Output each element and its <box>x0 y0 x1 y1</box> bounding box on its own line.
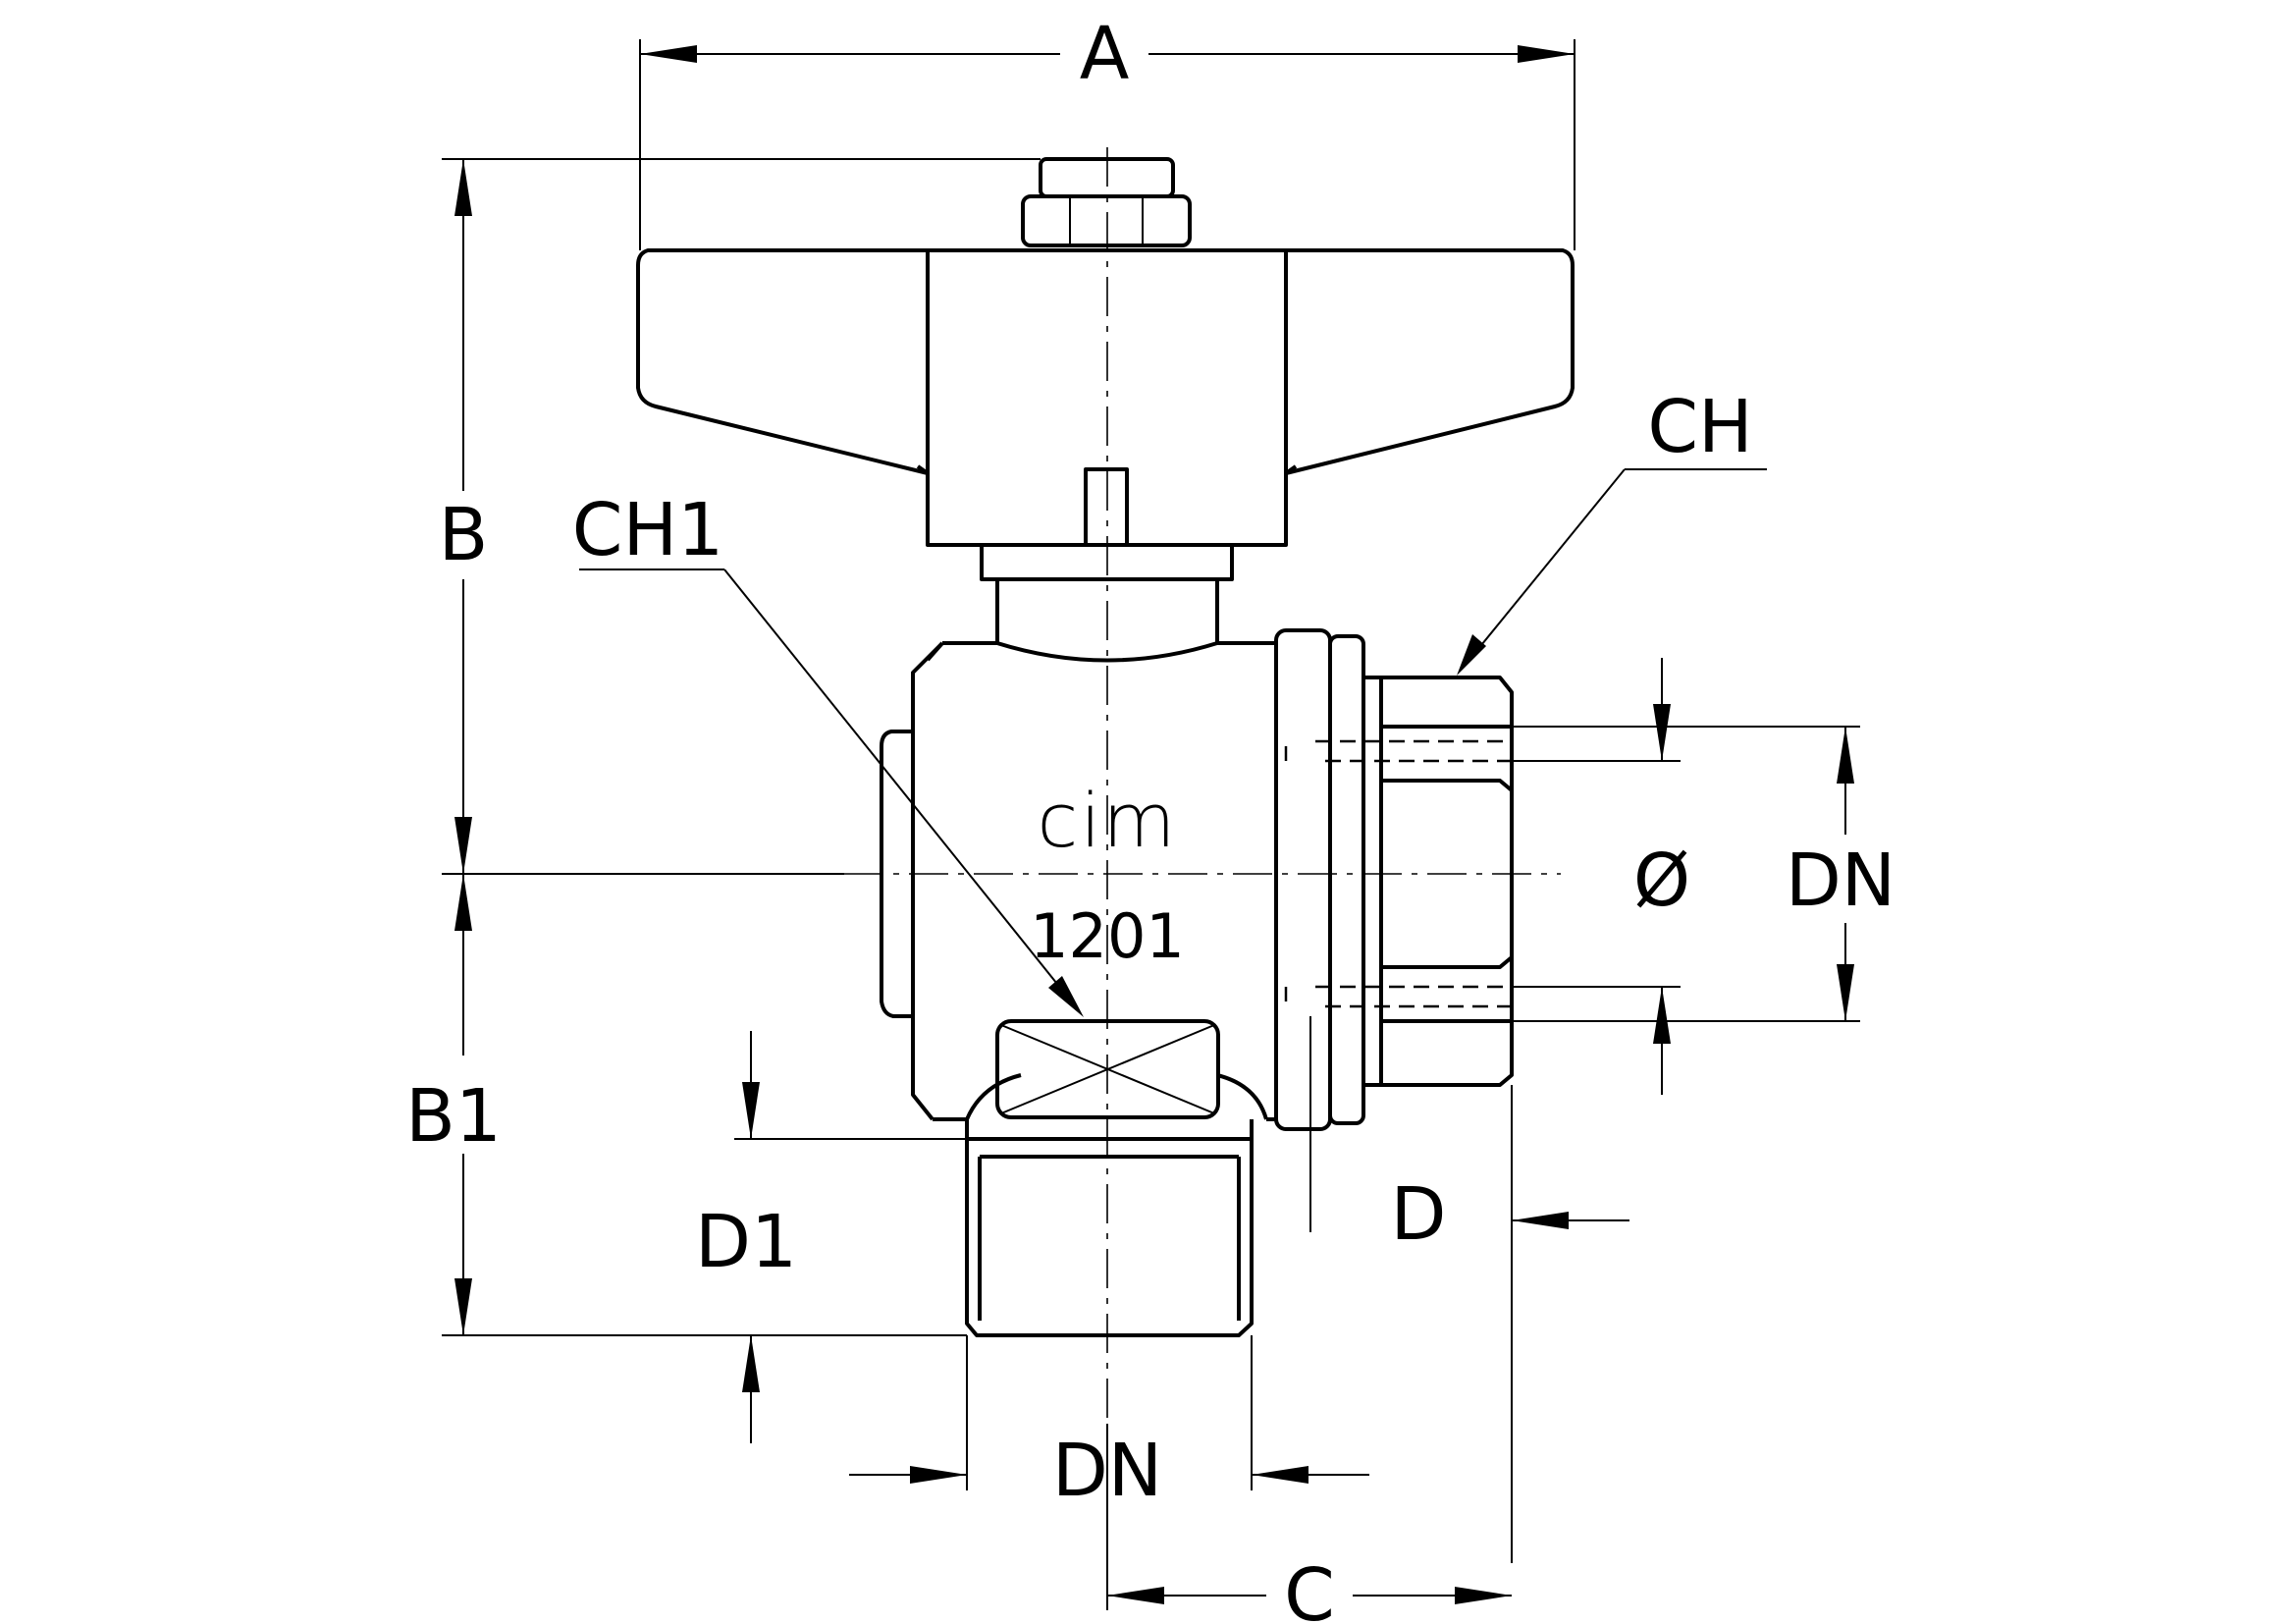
leader-ch: CH <box>1457 385 1767 676</box>
dimension-d1: D1 <box>695 1031 967 1443</box>
valve-body <box>880 628 1365 1131</box>
brand-mark: cim <box>1038 777 1178 864</box>
dimension-a: A <box>639 12 1575 250</box>
female-port <box>1284 676 1514 1087</box>
label-ch1: CH1 <box>572 488 723 572</box>
label-dn-right: DN <box>1786 839 1896 923</box>
label-phi: Ø <box>1633 839 1690 923</box>
body-markings: cim 1201 <box>1030 777 1185 972</box>
dimension-phi: Ø <box>1512 658 1690 1095</box>
label-b: B <box>439 493 489 577</box>
label-ch: CH <box>1647 385 1752 469</box>
dimension-d: D <box>1309 1016 1629 1563</box>
leader-ch1: CH1 <box>572 488 1084 1017</box>
label-a: A <box>1080 12 1130 96</box>
male-spigot <box>965 1119 1254 1337</box>
dimension-c: C <box>1106 1424 1512 1624</box>
dimension-dn-bottom: DN <box>849 1335 1369 1513</box>
dimension-dn-right: DN <box>1512 726 1896 1022</box>
center-lines <box>844 147 1561 1424</box>
dimension-b: B <box>439 158 1041 874</box>
label-c: C <box>1284 1553 1335 1624</box>
label-d1: D1 <box>695 1200 797 1284</box>
model-number: 1201 <box>1030 900 1185 972</box>
dimension-b1: B1 <box>405 873 967 1336</box>
valve-handle <box>636 157 1575 643</box>
label-b1: B1 <box>405 1074 502 1159</box>
label-d: D <box>1391 1172 1447 1257</box>
